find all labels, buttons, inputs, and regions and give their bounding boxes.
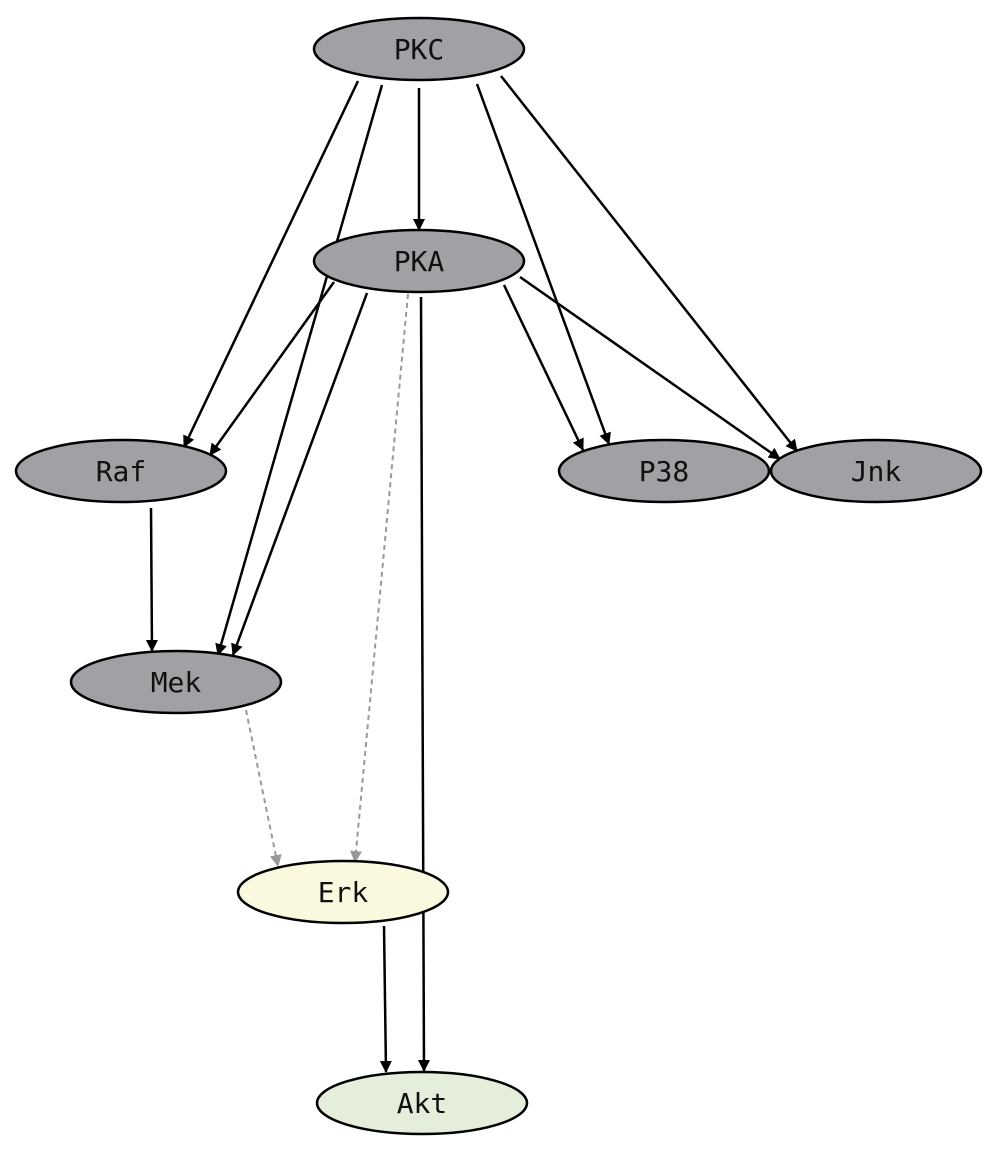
edge-pka-erk-dashed — [350, 293, 409, 863]
node-akt-label: Akt — [397, 1087, 448, 1120]
node-jnk: Jnk — [769, 438, 983, 504]
node-mek: Mek — [69, 649, 283, 715]
node-raf: Raf — [14, 438, 228, 504]
edge-pka-akt — [417, 296, 430, 1072]
node-mek-label: Mek — [151, 666, 202, 699]
edge-pka-p38 — [502, 284, 585, 451]
node-pka-shape — [312, 228, 526, 294]
node-pkc: PKC — [312, 16, 526, 82]
node-raf-shape — [14, 438, 228, 504]
node-erk: Erk — [236, 859, 450, 925]
edge-mek-erk-dashed — [245, 709, 282, 867]
node-p38: P38 — [557, 438, 771, 504]
node-pkc-shape — [312, 16, 526, 82]
edge-pka-jnk — [519, 275, 781, 461]
node-pkc-label: PKC — [394, 33, 445, 66]
node-akt: Akt — [315, 1070, 529, 1136]
edge-pkc-raf — [182, 80, 360, 448]
node-p38-shape — [557, 438, 771, 504]
node-p38-label: P38 — [639, 455, 690, 488]
edge-raf-mek — [145, 507, 158, 652]
node-jnk-label: Jnk — [851, 455, 902, 488]
node-raf-label: Raf — [96, 455, 147, 488]
node-pka-label: PKA — [394, 245, 445, 278]
node-mek-shape — [69, 649, 283, 715]
node-erk-shape — [236, 859, 450, 925]
node-erk-label: Erk — [318, 876, 369, 909]
edges-layer — [145, 75, 798, 1073]
node-akt-shape — [315, 1070, 529, 1136]
node-pka: PKA — [312, 228, 526, 294]
edge-pkc-mek — [215, 84, 384, 656]
node-jnk-shape — [769, 438, 983, 504]
edge-erk-akt — [379, 925, 392, 1073]
edge-pkc-p38 — [475, 83, 611, 445]
edge-pkc-jnk — [500, 75, 798, 452]
edge-pka-mek — [231, 292, 369, 656]
edge-pka-raf — [208, 281, 336, 456]
